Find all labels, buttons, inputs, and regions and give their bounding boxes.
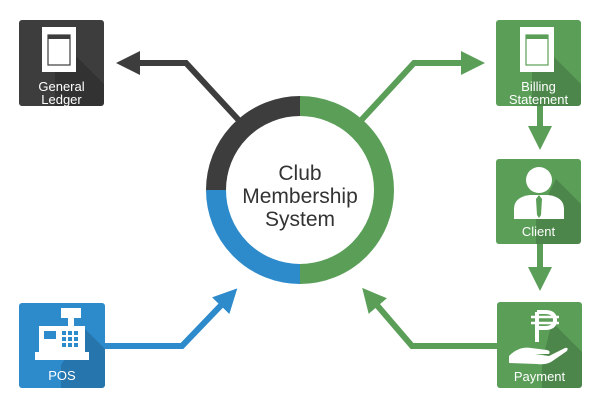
payment-node: Payment (497, 302, 582, 388)
general-ledger-node: General Ledger (19, 20, 104, 106)
peso-hand-icon (509, 310, 568, 365)
pos-node: POS (19, 303, 105, 388)
center-title-line-1: Club (278, 162, 322, 185)
cash-register-icon (35, 308, 89, 360)
ring-segment-top-left (206, 96, 301, 191)
arrow-payment-to-center (362, 287, 498, 349)
client-label: Client (521, 224, 556, 239)
document-icon (42, 27, 76, 72)
general-ledger-label-line-2: Ledger (41, 92, 82, 106)
tile-shadow (542, 322, 582, 388)
center-title: Club Membership System (226, 162, 374, 231)
document-icon (520, 27, 554, 72)
pos-label: POS (48, 368, 76, 383)
ring-segment-bottom-right (299, 189, 394, 284)
billing-statement-label-line-2: Statement (508, 92, 569, 106)
arrow-center-to-general-ledger (116, 51, 249, 131)
person-tie-icon (514, 167, 564, 219)
center-title-line-3: System (264, 208, 335, 231)
ring-segment-bottom-left (206, 189, 301, 284)
client-node: Client (496, 159, 581, 244)
arrow-center-to-billing-statement (351, 51, 485, 131)
center-ring (206, 96, 394, 284)
arrow-pos-to-center (105, 288, 238, 349)
payment-label: Payment (513, 369, 566, 384)
ring-segment-top-right (299, 96, 394, 191)
general-ledger-label-line-1: General (38, 79, 85, 94)
billing-statement-label-line-1: Billing (521, 79, 556, 94)
center-title-line-2: Membership (242, 185, 358, 208)
billing-statement-node: Billing Statement (496, 20, 581, 106)
